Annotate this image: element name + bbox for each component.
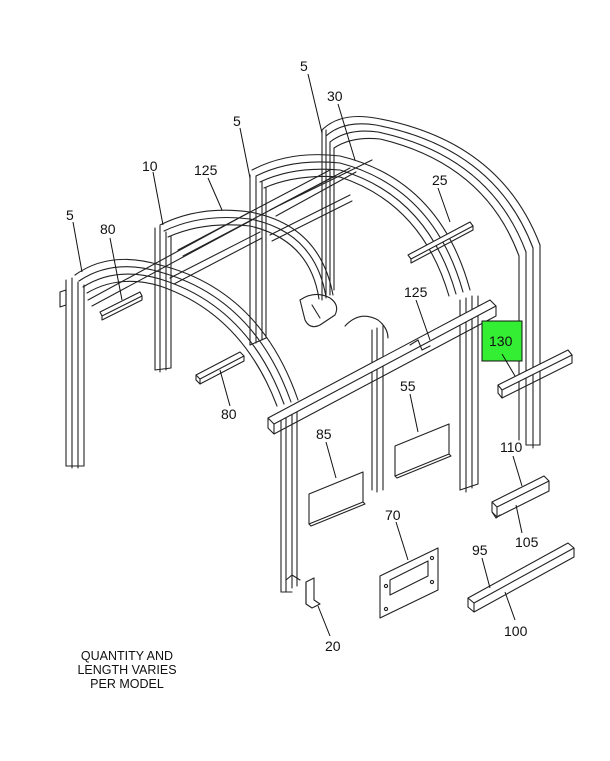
part-70-frame [379,547,439,619]
part-80-rail-upper [99,291,143,321]
callout-95: 95 [472,542,488,558]
post-door-right [459,295,479,493]
callout-20: 20 [325,638,341,654]
part-55-panel [394,423,452,479]
callout-5-mid: 5 [233,113,241,129]
callout-110: 110 [500,439,523,455]
rail-middle [87,194,353,307]
note-line-1: QUANTITY AND [81,649,173,663]
post-door-center [344,315,389,493]
part-105-beam [491,475,550,519]
callout-125-upper: 125 [194,162,218,178]
part-85-panel [308,471,366,527]
callout-labels: 5 5 5 10 30 125 25 80 125 130 55 80 85 1… [66,58,539,654]
callout-130[interactable]: 130 [489,333,513,349]
quantity-note: QUANTITY AND LENGTH VARIES PER MODEL [77,649,176,691]
callout-55: 55 [400,378,416,394]
note-line-3: PER MODEL [90,677,164,691]
post-mid-front [154,225,172,373]
part-100-beam [467,542,575,613]
callout-30: 30 [327,88,343,104]
post-rear-right [518,244,541,449]
note-line-2: LENGTH VARIES [77,663,176,677]
part-80-rail-lower [195,351,245,385]
part-20-bracket [305,577,321,609]
callout-10: 10 [142,158,158,174]
roof-bow-rear [321,115,541,257]
post-front-right [280,407,301,593]
callout-85: 85 [316,426,332,442]
rail-upper [177,159,373,257]
post-front-left [59,277,85,469]
ceiling-bracket [299,293,338,328]
callout-100: 100 [504,623,528,639]
callout-80-lower: 80 [221,406,237,422]
header-rail-front [267,299,497,435]
part-130-rail [497,349,573,399]
leader-lines [72,73,523,637]
callout-70: 70 [385,507,401,523]
callout-5-front: 5 [66,207,74,223]
callout-80-upper: 80 [100,221,116,237]
callout-125-lower: 125 [404,284,428,300]
roof-bow-front [74,258,299,407]
part-25-rail [407,221,474,264]
callout-105: 105 [515,534,539,550]
callout-25: 25 [432,172,448,188]
post-mid-rear [249,174,267,346]
callout-5-rear: 5 [300,58,308,74]
